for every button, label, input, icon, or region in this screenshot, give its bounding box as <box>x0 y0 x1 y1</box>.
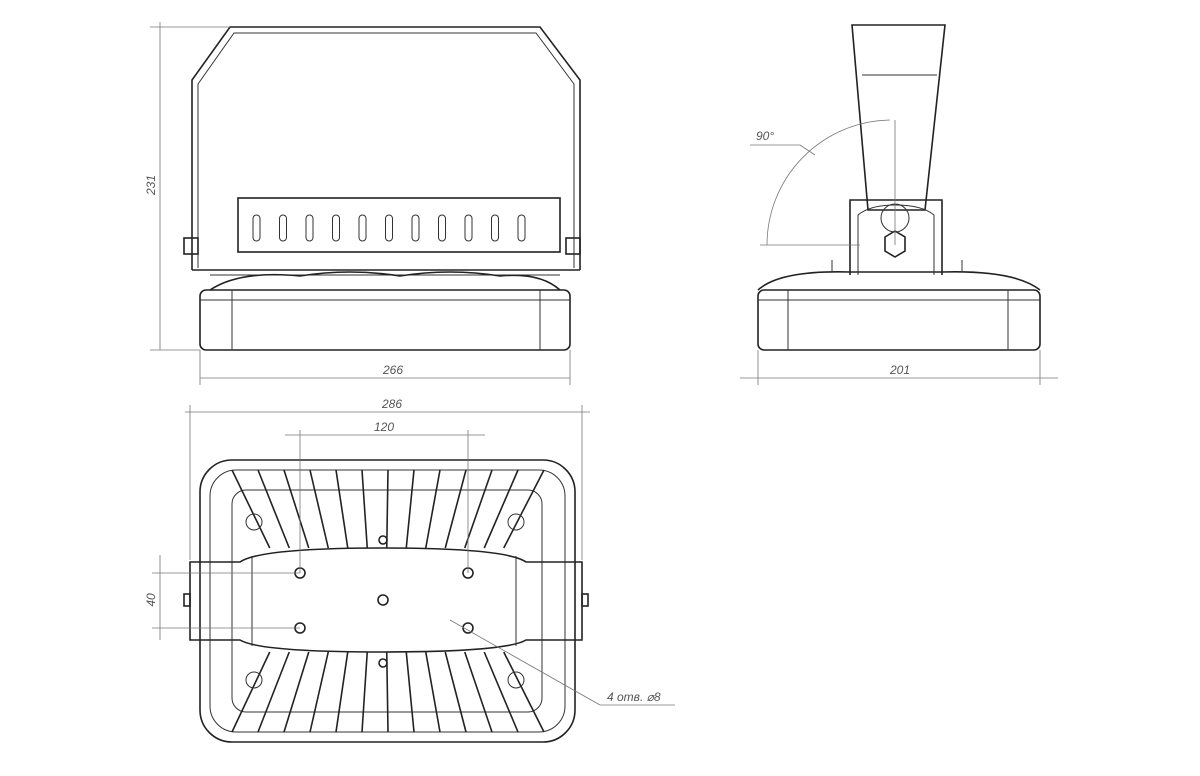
heatsink-fin <box>385 469 389 549</box>
vent-slot <box>332 214 340 242</box>
heatsink-fin <box>503 651 545 733</box>
vent-slot <box>252 214 261 242</box>
heatsink-fin <box>309 651 330 733</box>
heatsink-fin <box>257 469 290 549</box>
heatsink-fin <box>335 651 349 733</box>
vent-slot <box>517 214 526 242</box>
heatsink-fin <box>483 651 519 733</box>
heatsink-fin <box>231 651 271 733</box>
heatsink-fin <box>405 651 415 733</box>
heatsink-fin <box>283 469 310 549</box>
vent-slot <box>464 214 473 242</box>
heatsink-fin <box>503 469 545 549</box>
side-view <box>750 24 1041 351</box>
dimension-lines <box>150 22 1058 640</box>
heatsink-fin <box>405 469 415 549</box>
heatsink-fin <box>361 469 369 549</box>
vent-slot <box>491 214 499 242</box>
holes-note: 4 отв. ⌀8 <box>607 690 661 704</box>
heatsink-fin <box>483 469 519 549</box>
vent-slot <box>279 214 287 242</box>
heatsink-fin <box>424 469 441 549</box>
vent-slot <box>385 214 393 242</box>
front-view <box>183 26 581 351</box>
vent-slot <box>358 214 367 242</box>
heatsink-fin <box>444 651 467 733</box>
heatsink-fin <box>231 469 271 549</box>
heatsink-fin <box>463 651 493 733</box>
heatsink-fin <box>463 469 493 549</box>
dim-90deg: 90° <box>756 129 774 143</box>
heatsink-fin <box>283 651 310 733</box>
heatsink-fin <box>335 469 349 549</box>
vent-slot <box>411 214 420 242</box>
heatsink-fin <box>361 651 369 733</box>
heatsink-fin <box>257 651 290 733</box>
bottom-view <box>183 459 675 743</box>
dim-120: 120 <box>374 420 394 434</box>
dim-40: 40 <box>144 593 158 607</box>
vent-slot <box>305 214 314 242</box>
dim-266: 266 <box>382 363 403 377</box>
vent-slot <box>438 214 446 242</box>
heatsink-fin <box>444 469 467 549</box>
heatsink-fin <box>424 651 441 733</box>
dim-201: 201 <box>889 363 910 377</box>
dim-231: 231 <box>144 175 158 196</box>
dim-286: 286 <box>381 397 402 411</box>
heatsink-fin <box>309 469 330 549</box>
